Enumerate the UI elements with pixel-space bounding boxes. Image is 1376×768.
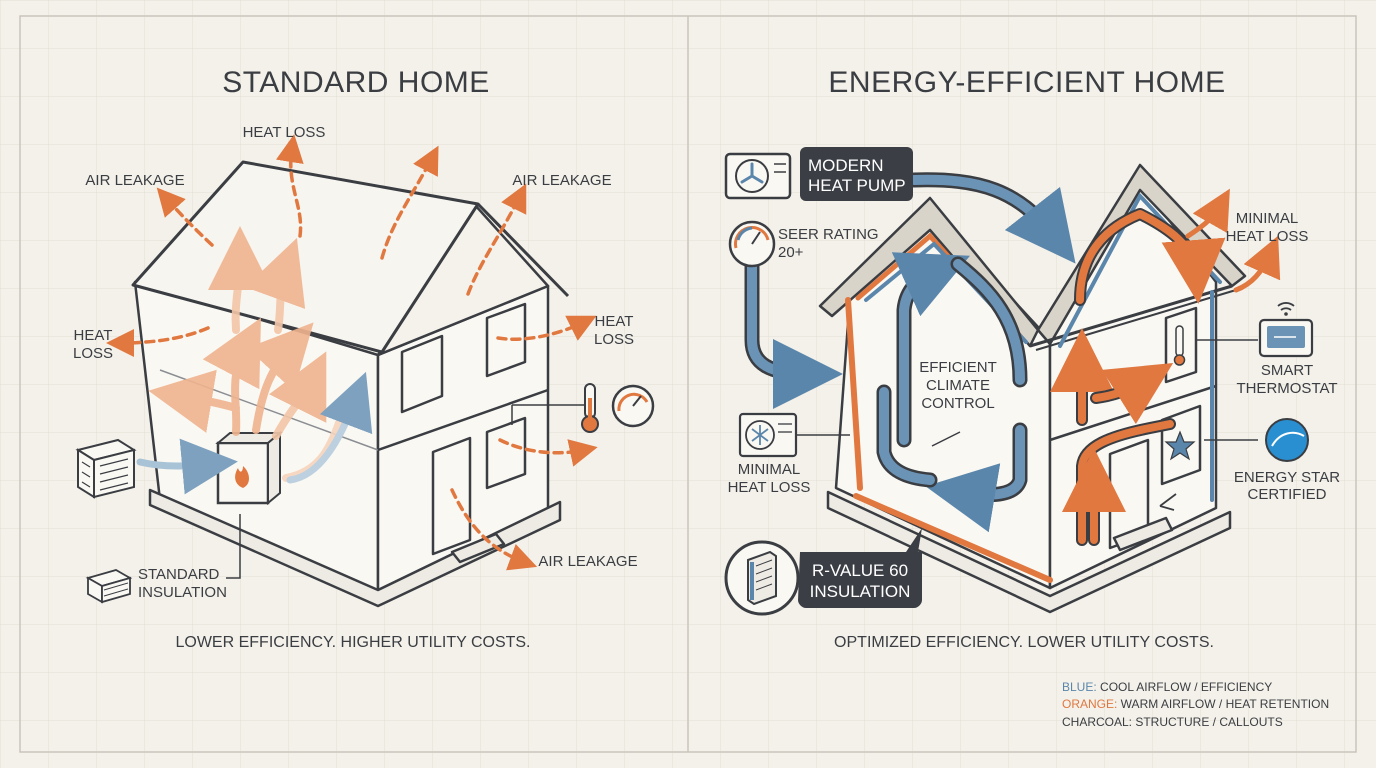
legend-key-orange: ORANGE: <box>1062 697 1117 711</box>
label-minimal-heat-loss-left-1: MINIMAL <box>738 461 801 478</box>
heat-pump-icon <box>724 152 792 200</box>
gauge-icon <box>611 384 655 428</box>
label-seer-rating-1: SEER RATING <box>778 226 879 243</box>
insulation-icon <box>85 569 133 604</box>
legend-item-charcoal: CHARCOAL: STRUCTURE / CALLOUTS <box>1062 715 1283 729</box>
seer-gauge-icon <box>728 220 776 268</box>
right-title: ENERGY-EFFICIENT HOME <box>828 66 1225 99</box>
label-heat-loss-right-1: HEAT <box>595 313 634 330</box>
ac-unit-icon <box>75 438 137 499</box>
heat-pump-label-box <box>800 147 913 201</box>
label-air-leakage-bottom: AIR LEAKAGE <box>538 553 637 570</box>
warm-air-flows <box>148 226 344 482</box>
rvalue-insulation-icon <box>724 540 800 616</box>
climate-callout-line <box>931 431 961 447</box>
legend-key-charcoal: CHARCOAL: <box>1062 715 1132 729</box>
legend-text-blue: COOL AIRFLOW / EFFICIENCY <box>1097 680 1273 694</box>
legend-item-orange: ORANGE: WARM AIRFLOW / HEAT RETENTION <box>1062 697 1329 711</box>
energy-star-icon <box>1265 418 1309 462</box>
label-standard-insulation-2: INSULATION <box>138 584 227 601</box>
right-caption: OPTIMIZED EFFICIENCY. LOWER UTILITY COST… <box>834 634 1214 651</box>
furnace-icon <box>215 430 283 506</box>
wall-thermometer-icon <box>1173 325 1186 366</box>
label-minimal-heat-loss-right-2: HEAT LOSS <box>1226 228 1309 245</box>
door-callout-arrow <box>1159 493 1177 511</box>
legend-text-orange: WARM AIRFLOW / HEAT RETENTION <box>1117 697 1329 711</box>
thermometer-icon <box>511 383 599 433</box>
label-energy-star-2: CERTIFIED <box>1248 486 1327 503</box>
left-panel: STANDARD HOME <box>73 66 655 651</box>
label-rvalue-2: INSULATION <box>810 582 911 601</box>
label-minimal-heat-loss-left-2: HEAT LOSS <box>728 479 811 496</box>
label-air-leakage-right: AIR LEAKAGE <box>512 172 611 189</box>
label-smart-thermostat-1: SMART <box>1261 362 1313 379</box>
legend-key-blue: BLUE: <box>1062 680 1097 694</box>
label-climate-2: CLIMATE <box>926 377 990 394</box>
legend: BLUE: COOL AIRFLOW / EFFICIENCY ORANGE: … <box>1062 680 1329 729</box>
label-heat-loss-right-2: LOSS <box>594 331 634 348</box>
smart-thermostat-icon <box>1258 302 1314 358</box>
left-caption: LOWER EFFICIENCY. HIGHER UTILITY COSTS. <box>175 634 530 651</box>
star-icon <box>1164 430 1196 461</box>
label-seer-rating-2: 20+ <box>778 244 804 261</box>
cool-air-flows <box>136 371 373 495</box>
label-modern-heat-pump-2: HEAT PUMP <box>808 176 906 195</box>
label-smart-thermostat-2: THERMOSTAT <box>1236 380 1337 397</box>
label-climate-3: CONTROL <box>921 395 994 412</box>
label-standard-insulation-1: STANDARD <box>138 566 220 583</box>
label-climate-1: EFFICIENT <box>919 359 997 376</box>
label-heat-loss-left-2: LOSS <box>73 345 113 362</box>
insulation-callout-line <box>226 514 241 579</box>
legend-text-charcoal: STRUCTURE / CALLOUTS <box>1132 715 1283 729</box>
label-air-leakage-left: AIR LEAKAGE <box>85 172 184 189</box>
rvalue-label-box <box>798 528 922 608</box>
heat-loss-arrows <box>106 134 598 571</box>
legend-item-blue: BLUE: COOL AIRFLOW / EFFICIENCY <box>1062 680 1272 694</box>
label-energy-star-1: ENERGY STAR <box>1234 469 1340 486</box>
label-modern-heat-pump-1: MODERN <box>808 156 884 175</box>
wall-ac-unit-icon <box>738 412 798 458</box>
cool-airflow-arrows <box>744 172 1076 533</box>
label-rvalue-1: R-VALUE 60 <box>812 561 908 580</box>
label-heat-loss-left-1: HEAT <box>74 327 113 344</box>
warm-airflow-arrows <box>1050 188 1281 546</box>
right-panel: ENERGY-EFFICIENT HOME <box>724 66 1340 729</box>
left-title: STANDARD HOME <box>222 66 490 99</box>
label-heat-loss-top: HEAT LOSS <box>243 124 326 141</box>
label-minimal-heat-loss-right-1: MINIMAL <box>1236 210 1299 227</box>
